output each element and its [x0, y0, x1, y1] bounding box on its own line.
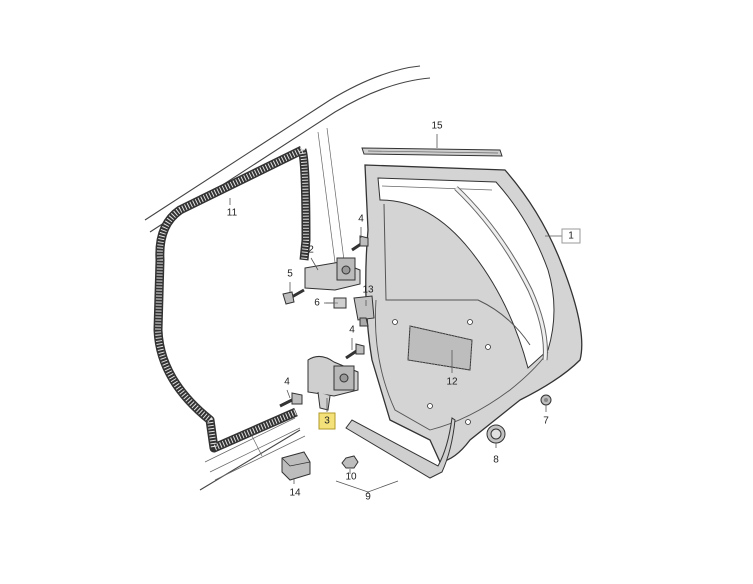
hinge-bolt-lower — [279, 392, 303, 408]
callout-5: 5 — [287, 269, 293, 280]
hinge-bolt-middle — [345, 343, 365, 360]
callout-5-label: 5 — [287, 269, 293, 280]
callout-15: 15 — [431, 121, 443, 132]
door-check-strap — [353, 295, 375, 327]
callout-14: 14 — [289, 488, 301, 499]
sound-insulation-pad — [407, 325, 473, 371]
callout-1-label: 1 — [568, 231, 574, 242]
callout-8: 8 — [493, 455, 499, 466]
callout-1: 1 — [561, 228, 581, 244]
callout-15-label: 15 — [431, 121, 443, 132]
hinge-bolt-top — [351, 235, 369, 252]
callout-4-lower-label: 4 — [284, 377, 290, 388]
drain-plug — [486, 424, 506, 444]
callout-3: 3 — [318, 412, 336, 430]
callout-7-label: 7 — [543, 416, 549, 427]
upper-hinge — [304, 257, 361, 291]
lower-hinge — [307, 356, 359, 411]
callout-12-label: 12 — [446, 377, 458, 388]
callout-4-middle: 4 — [349, 325, 355, 336]
rear-door-shell — [364, 164, 583, 463]
callout-13-label: 13 — [362, 285, 374, 296]
callout-12: 12 — [446, 377, 458, 388]
door-bottom-seal — [345, 417, 456, 479]
callout-11-label: 11 — [227, 208, 238, 219]
callout-4-top: 4 — [358, 214, 364, 225]
callout-2-label: 2 — [308, 245, 314, 256]
callout-14-label: 14 — [289, 488, 301, 499]
callout-6: 6 — [314, 298, 320, 309]
callout-7: 7 — [543, 416, 549, 427]
callout-3-label: 3 — [324, 416, 330, 427]
callout-6-label: 6 — [314, 298, 320, 309]
callout-2: 2 — [308, 245, 314, 256]
leader-lines — [229, 134, 562, 494]
callout-10-label: 10 — [345, 472, 357, 483]
car-body-outline — [144, 65, 431, 491]
door-opening-seal — [153, 145, 311, 453]
callout-8-label: 8 — [493, 455, 499, 466]
hinge-bolt-upper-left — [282, 288, 305, 305]
grommet — [540, 394, 552, 406]
callout-9: 9 — [365, 492, 371, 503]
callout-10: 10 — [345, 472, 357, 483]
callout-4-lower: 4 — [284, 377, 290, 388]
window-channel-strip — [361, 147, 503, 157]
callout-13: 13 — [362, 285, 374, 296]
callout-4-top-label: 4 — [358, 214, 364, 225]
callout-9-label: 9 — [365, 492, 371, 503]
callout-4-middle-label: 4 — [349, 325, 355, 336]
trim-clip — [281, 451, 311, 481]
hinge-nut — [341, 455, 359, 469]
callout-11: 11 — [227, 208, 238, 219]
